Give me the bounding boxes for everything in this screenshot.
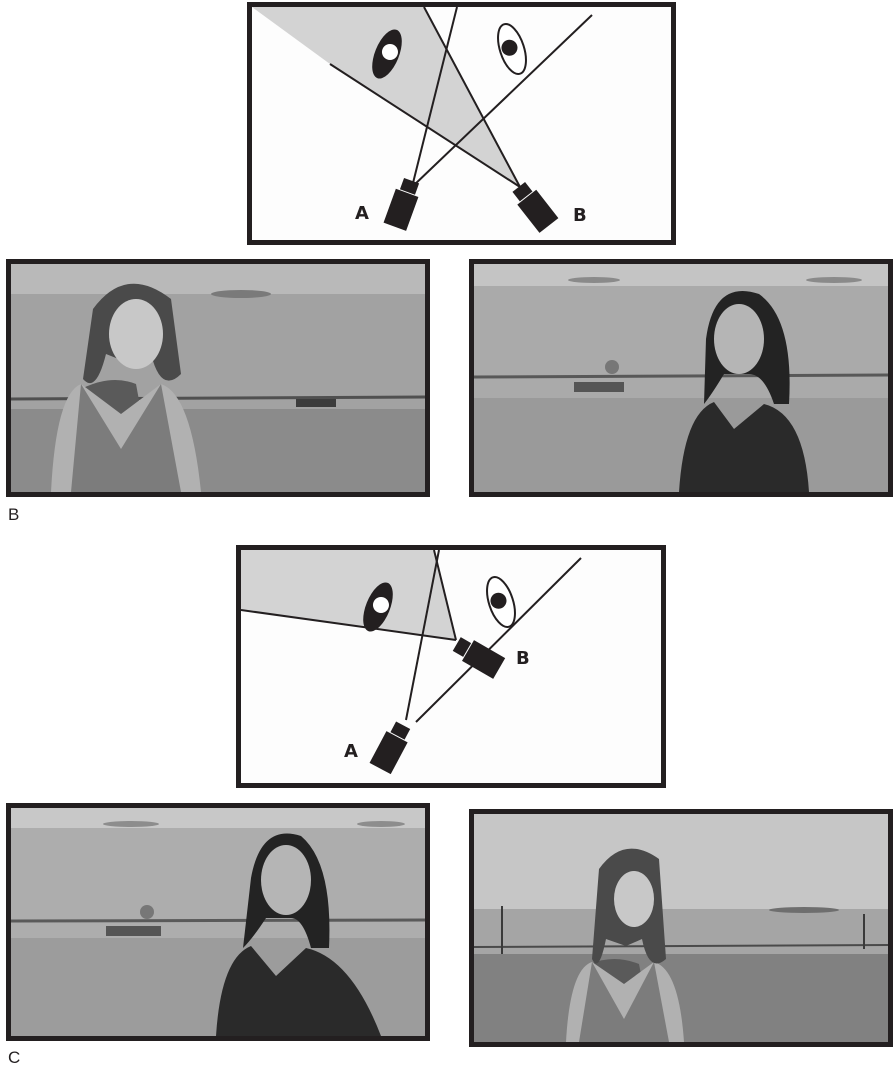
subject-right-marker bbox=[497, 22, 527, 76]
sightline bbox=[241, 609, 457, 641]
camera-diagram-1-drawing: A B bbox=[252, 7, 593, 233]
camera-b-label: B bbox=[573, 205, 587, 226]
section-label-c: C bbox=[8, 1048, 21, 1067]
section-label-b: B bbox=[8, 505, 20, 524]
camera-diagram-2-drawing: A B bbox=[241, 550, 582, 775]
camera-a-label: A bbox=[344, 741, 358, 762]
video-still-woman-tank-top-2 bbox=[469, 809, 893, 1047]
camera-diagram-1: A B bbox=[247, 2, 676, 245]
subject-right-marker bbox=[486, 575, 516, 629]
subject-left-marker bbox=[363, 582, 393, 632]
sightline bbox=[405, 550, 440, 721]
video-still-woman-dark-shirt-2 bbox=[6, 803, 430, 1041]
video-still-woman-tank-top-1 bbox=[6, 259, 430, 497]
camera-a-icon bbox=[383, 177, 420, 231]
sightline bbox=[423, 7, 521, 188]
shaded-zone bbox=[252, 7, 520, 187]
sightline bbox=[411, 7, 458, 188]
sightline bbox=[329, 63, 521, 188]
camera-a-icon bbox=[369, 721, 411, 775]
camera-a-label: A bbox=[355, 203, 369, 224]
camera-diagram-2: A B bbox=[236, 545, 666, 788]
sightline bbox=[411, 14, 593, 188]
camera-b-icon bbox=[512, 182, 559, 233]
subject-left-marker bbox=[372, 29, 402, 79]
video-still-woman-dark-shirt-1 bbox=[469, 259, 893, 497]
camera-b-icon bbox=[452, 637, 506, 679]
camera-b-label: B bbox=[516, 648, 530, 669]
sightline bbox=[433, 550, 457, 641]
sightline bbox=[415, 557, 582, 723]
